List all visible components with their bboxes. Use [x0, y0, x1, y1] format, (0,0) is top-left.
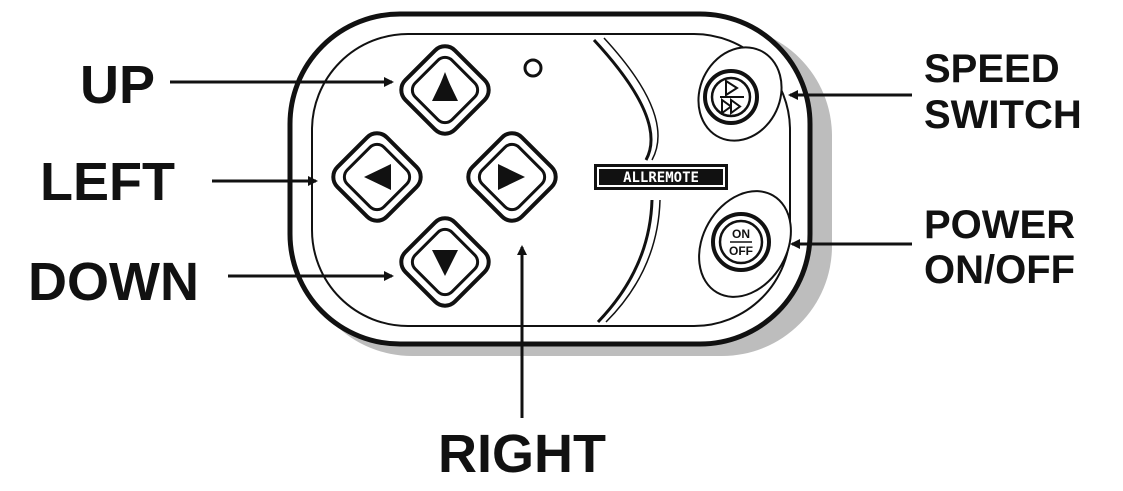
left-arrow-icon: [364, 164, 391, 190]
led-indicator: [523, 58, 543, 78]
label-right: RIGHT: [438, 424, 606, 484]
label-speed-switch-line2: SWITCH: [924, 93, 1082, 137]
divider-lower: [596, 199, 654, 324]
speed-switch-button[interactable]: [683, 34, 796, 155]
right-arrow-icon: [498, 164, 525, 190]
brand-logo: ALLREMOTE: [594, 164, 728, 190]
power-button[interactable]: ON OFF: [681, 175, 810, 314]
divider-upper: [592, 38, 653, 161]
brand-text: ALLREMOTE: [623, 170, 699, 186]
label-down: DOWN: [28, 252, 199, 312]
label-left: LEFT: [40, 152, 175, 212]
down-arrow-icon: [432, 250, 458, 276]
power-off-text: OFF: [729, 244, 753, 258]
power-on-text: ON: [732, 227, 750, 241]
label-power-line1: POWER: [924, 203, 1075, 247]
label-power-line2: ON/OFF: [924, 248, 1075, 292]
label-up: UP: [80, 55, 155, 115]
fast-forward-icon: [720, 79, 744, 115]
label-speed-switch-line1: SPEED: [924, 47, 1060, 91]
